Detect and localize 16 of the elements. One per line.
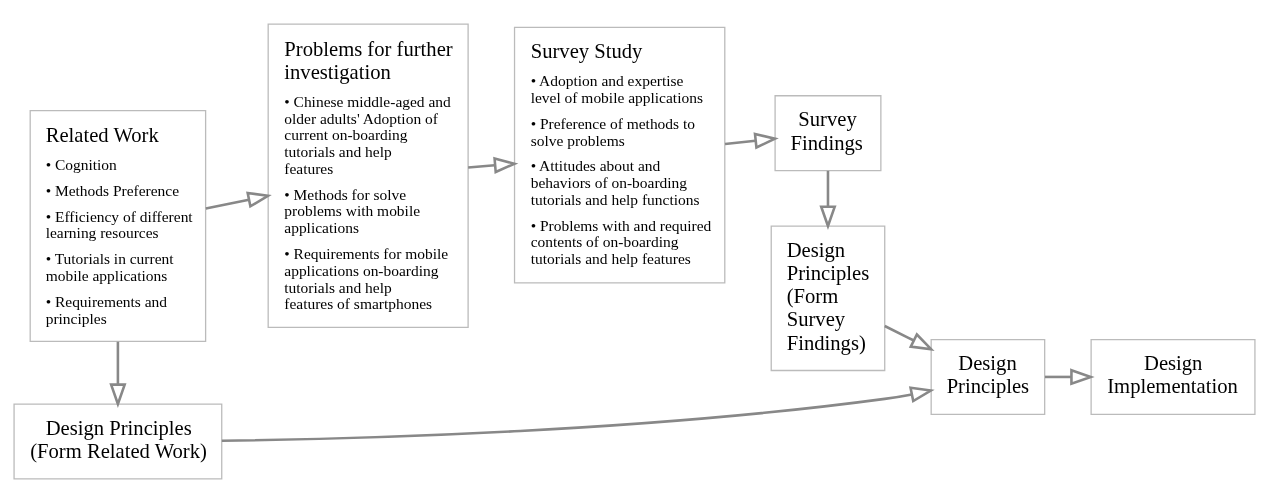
node-box: Problems for further investigation • Chinese middle-aged and older adults' Adoption of current on-boarding tutorials and help features • Methods for solve problems with mobile applications • Requirements for mobile applications on-boarding tutorials and help features of smartphones: [267, 23, 469, 328]
arrow: [884, 324, 935, 351]
arrow: [724, 132, 779, 150]
node-box: Related Work • Cognition • Methods Preference • Efficiency of different learning resources • Tutorials in current mobile applications • Requirements and principles: [29, 109, 207, 343]
arrow: [468, 156, 519, 174]
arrow: [221, 386, 935, 443]
node-box: Design Principles (Form Related Work): [13, 403, 223, 480]
arrow: [109, 341, 127, 408]
node-box: Design Principles: [930, 338, 1046, 415]
arrow: [205, 191, 272, 210]
arrow: [819, 170, 837, 230]
arrow: [1044, 368, 1095, 386]
node-box: Survey Findings: [774, 95, 882, 172]
node-box: Design Implementation: [1090, 338, 1256, 415]
node-box: Design Principles (Form Survey Findings): [770, 225, 886, 372]
node-box: Survey Study • Adoption and expertise level of mobile applications • Preference of methods to solve problems • Attitudes about and behaviors of on-boarding tutorials and help functions • Problems with and required contents of on-boarding tutorials and help features: [513, 26, 726, 284]
